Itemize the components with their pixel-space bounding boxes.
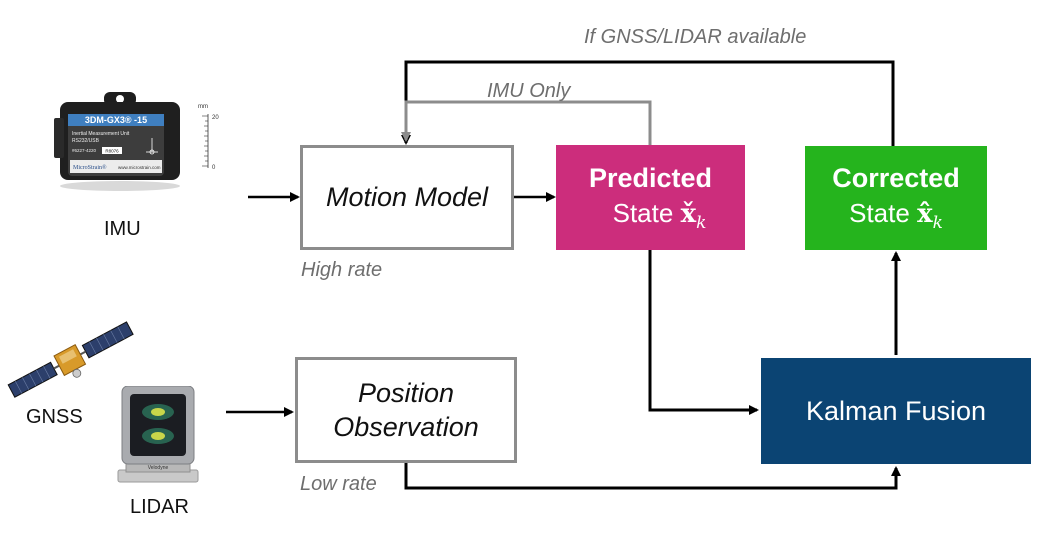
predicted-state-box: Predicted State x̌k: [556, 145, 745, 250]
lidar-brand-text: Velodyne: [148, 465, 169, 471]
ruler-unit-text: mm: [198, 104, 208, 110]
position-observation-label-line1: Position: [357, 378, 455, 408]
motion-model-label: Motion Model: [325, 182, 489, 212]
predicted-state-symbol: x̌: [680, 198, 697, 229]
predicted-state-word: State: [612, 197, 674, 228]
imu-device-icon: 3DM-GX3® -15 Inertial Measurement Unit R…: [50, 92, 190, 192]
predicted-state-subscript: k: [696, 212, 707, 233]
lidar-sensor-icon: Velodyne: [110, 385, 206, 488]
corrected-state-box: Corrected State x̂k: [805, 146, 987, 250]
lidar-label: LIDAR: [130, 496, 189, 518]
imu-only-label: IMU Only: [487, 80, 571, 102]
corrected-state-symbol: x̂: [917, 199, 933, 229]
corrected-state-word: State: [849, 198, 910, 228]
predicted-state-line: State x̌k: [595, 198, 707, 233]
gnss-lidar-available-label: If GNSS/LIDAR available: [584, 26, 807, 48]
predicted-title: Predicted: [588, 162, 713, 193]
kalman-fusion-box: Kalman Fusion: [761, 358, 1031, 464]
corrected-state-line: State x̂k: [849, 198, 943, 233]
ruler-bottom-text: 0: [212, 165, 216, 171]
imu-brand-text: MicroStrain®: [73, 164, 107, 171]
position-observation-label-line2: Observation: [333, 412, 479, 442]
motion-model-box: Motion Model: [300, 145, 514, 250]
position-observation-box: Position Observation: [295, 357, 517, 463]
satellite-icon: [2, 320, 142, 400]
imu-part-text: #6227-4220: [72, 148, 97, 153]
ruler-top-text: 20: [212, 115, 219, 121]
gnss-label: GNSS: [26, 406, 83, 428]
predicted-to-kalman-arrow: [648, 250, 759, 415]
high-rate-label: High rate: [301, 259, 383, 281]
imu-only-feedback-line: [401, 100, 652, 146]
imu-site-text: www.microstrain.com: [118, 165, 161, 170]
corrected-state-subscript: k: [932, 213, 943, 233]
imu-line1-text: Inertial Measurement Unit: [72, 131, 130, 137]
imu-serial-text: R8076: [105, 149, 119, 154]
kalman-fusion-label: Kalman Fusion: [805, 395, 987, 426]
imu-line2-text: RS232/USB: [72, 138, 100, 144]
corrected-title: Corrected: [832, 163, 960, 193]
observation-to-kalman-arrow: [404, 463, 901, 490]
imu-model-text: 3DM-GX3® -15: [85, 115, 147, 125]
ruler-icon: mm 20 0: [196, 100, 226, 172]
low-rate-label: Low rate: [300, 473, 377, 495]
imu-label: IMU: [104, 218, 141, 240]
